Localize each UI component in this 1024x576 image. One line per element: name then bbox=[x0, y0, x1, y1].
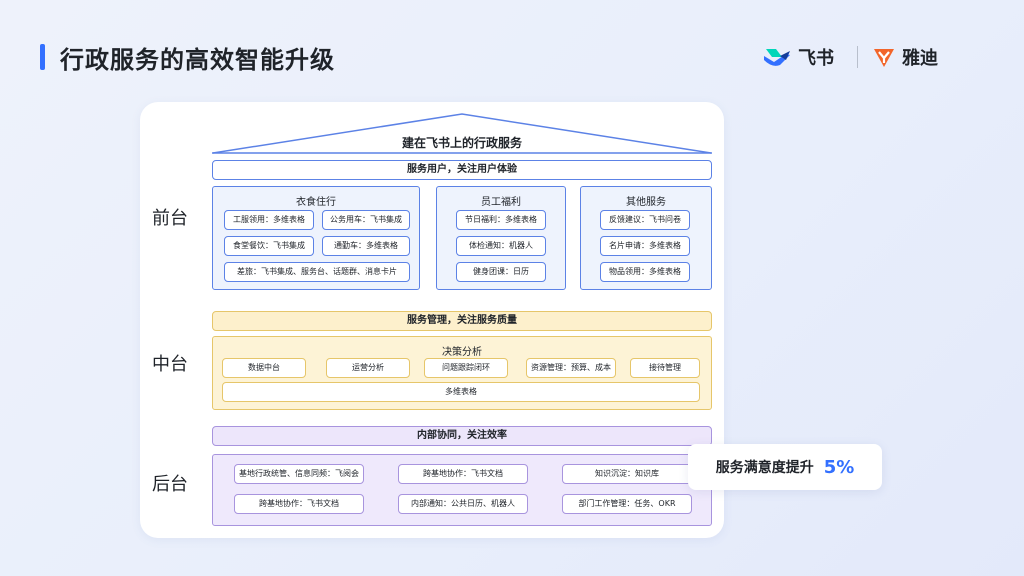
front-chip: 通勤车：多维表格 bbox=[322, 236, 410, 256]
callout-text: 服务满意度提升 bbox=[715, 460, 814, 476]
group-title: 决策分析 bbox=[442, 347, 482, 358]
back-band: 内部协同，关注效率 bbox=[212, 426, 712, 446]
front-chip: 体检通知：机器人 bbox=[456, 236, 546, 256]
front-chip: 食堂餐饮：飞书集成 bbox=[224, 236, 314, 256]
roof-shape bbox=[212, 113, 712, 154]
yadi-logo-icon bbox=[874, 49, 894, 67]
front-chip: 公务用车：飞书集成 bbox=[322, 210, 410, 230]
title-accent-bar bbox=[40, 44, 45, 70]
feishu-logo-icon bbox=[764, 49, 790, 66]
middle-chip: 接待管理 bbox=[630, 358, 700, 378]
roof-title: 建在飞书上的行政服务 bbox=[401, 136, 522, 150]
front-chip: 名片申请：多维表格 bbox=[600, 236, 690, 256]
tier-label-middle: 中台 bbox=[152, 354, 188, 375]
brand-feishu: 飞书 bbox=[762, 44, 834, 70]
middle-wide-chip: 多维表格 bbox=[222, 382, 700, 402]
middle-band: 服务管理，关注服务质量 bbox=[212, 311, 712, 331]
satisfaction-callout: 服务满意度提升 5% bbox=[688, 444, 882, 490]
group-title: 其他服务 bbox=[626, 197, 666, 208]
brand-divider bbox=[857, 46, 858, 68]
back-chip: 部门工作管理：任务、OKR bbox=[562, 494, 692, 514]
front-chip: 健身团课：日历 bbox=[456, 262, 546, 282]
back-chip: 基地行政统管、信息同频：飞阅会 bbox=[234, 464, 364, 484]
back-chip: 知识沉淀：知识库 bbox=[562, 464, 692, 484]
brand-yadi: 雅迪 bbox=[872, 44, 938, 70]
front-chip: 差旅：飞书集成、服务台、话题群、消息卡片 bbox=[224, 262, 410, 282]
brand-feishu-name: 飞书 bbox=[798, 48, 834, 69]
front-chip: 反馈建议：飞书问卷 bbox=[600, 210, 690, 230]
page-title: 行政服务的高效智能升级 bbox=[60, 46, 335, 74]
tier-label-front: 前台 bbox=[152, 208, 188, 229]
middle-chip: 资源管理：预算、成本 bbox=[526, 358, 616, 378]
tier-label-back: 后台 bbox=[152, 474, 188, 495]
middle-chip: 数据中台 bbox=[222, 358, 306, 378]
front-chip: 节日福利：多维表格 bbox=[456, 210, 546, 230]
back-chip: 跨基地协作：飞书文档 bbox=[234, 494, 364, 514]
back-chip: 跨基地协作：飞书文档 bbox=[398, 464, 528, 484]
brand-yadi-name: 雅迪 bbox=[902, 48, 938, 69]
group-title: 衣食住行 bbox=[296, 197, 336, 208]
middle-chip: 运营分析 bbox=[326, 358, 410, 378]
front-chip: 工服领用：多维表格 bbox=[224, 210, 314, 230]
front-band: 服务用户，关注用户体验 bbox=[212, 160, 712, 180]
group-title: 员工福利 bbox=[481, 197, 521, 208]
middle-chip: 问题跟踪闭环 bbox=[424, 358, 508, 378]
back-chip: 内部通知：公共日历、机器人 bbox=[398, 494, 528, 514]
front-chip: 物品领用：多维表格 bbox=[600, 262, 690, 282]
callout-value: 5% bbox=[823, 456, 855, 478]
